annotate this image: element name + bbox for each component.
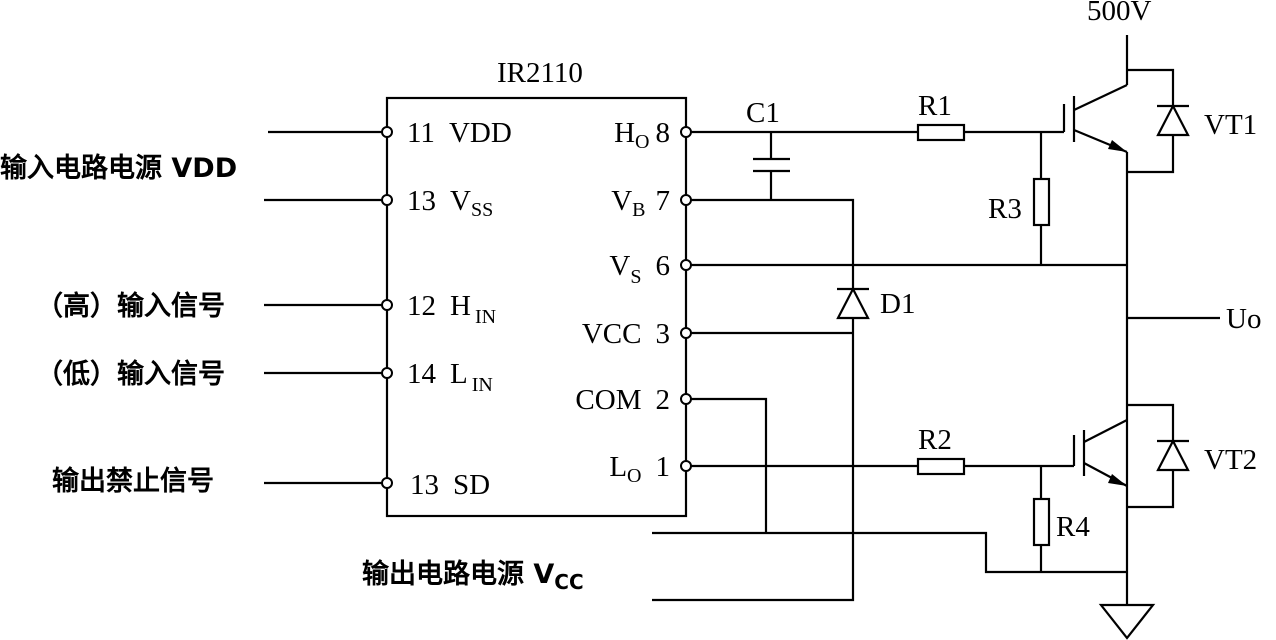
pin-6 [680, 259, 692, 271]
resistor-r2 [916, 457, 966, 476]
label-vt1: VT1 [1204, 109, 1257, 141]
label-uo: Uo [1226, 303, 1261, 335]
label-r4: R4 [1056, 511, 1090, 543]
label-r1: R1 [918, 90, 952, 122]
igbt-vt1 [1062, 35, 1190, 630]
pin-7 [680, 194, 692, 206]
diode-d1 [836, 286, 870, 320]
pin-1 [680, 460, 692, 472]
pin-2 [680, 393, 692, 405]
pin-11 [381, 126, 393, 138]
label-r3: R3 [988, 193, 1022, 225]
label-shutdown: 输出禁止信号 [52, 465, 214, 497]
igbt-vt2 [1072, 403, 1190, 509]
resistor-r4 [1032, 497, 1051, 547]
pin-12 [381, 299, 393, 311]
label-d1: D1 [880, 288, 915, 320]
chip-name: IR2110 [497, 57, 583, 89]
label-c1: C1 [746, 97, 780, 129]
label-500v: 500V [1087, 0, 1152, 27]
label-vcc-supply: 输出电路电源 VCC [362, 558, 584, 594]
label-low-input: （低）输入信号 [36, 358, 225, 390]
pin-13-sd [381, 477, 393, 489]
label-vt2: VT2 [1204, 444, 1257, 476]
pin-8 [680, 126, 692, 138]
pin-14 [381, 367, 393, 379]
label-vdd-supply: 输入电路电源 VDD [0, 152, 237, 184]
pin-3 [680, 327, 692, 339]
wire-vb [652, 198, 855, 602]
wire-com [691, 397, 768, 533]
pin-13-vss [381, 194, 393, 206]
resistor-r1 [916, 123, 966, 142]
ground-icon [1098, 603, 1156, 640]
label-r2: R2 [918, 424, 952, 456]
resistor-r3 [1032, 177, 1051, 227]
label-high-input: （高）输入信号 [36, 290, 225, 322]
wire-vcc-supply-gnd [652, 531, 1127, 574]
